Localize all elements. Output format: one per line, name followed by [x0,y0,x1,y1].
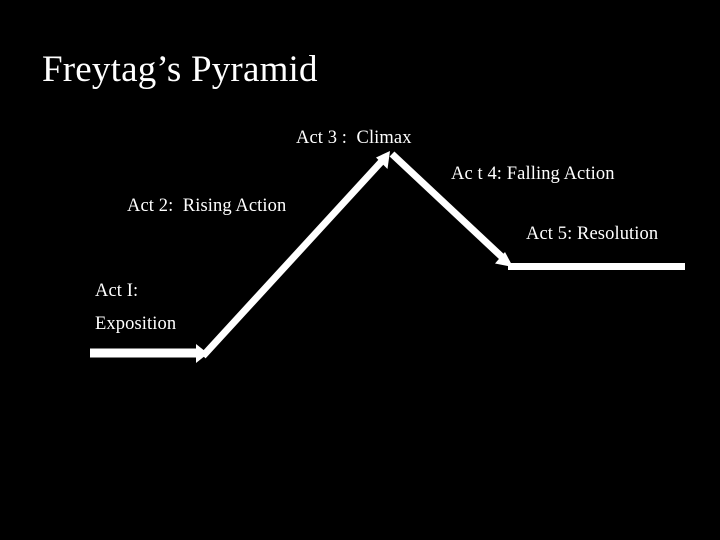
label-act-4-falling-action: Ac t 4: Falling Action [451,164,615,184]
exposition-arrow [90,344,208,363]
exposition-arrow-head [196,344,208,363]
page-title: Freytag’s Pyramid [42,49,318,90]
rising-action-arrow [200,151,390,359]
label-act-3-climax: Act 3 : Climax [296,128,412,148]
label-act-2-rising-action: Act 2: Rising Action [127,196,287,216]
falling-action-arrow-head [495,252,513,267]
rising-action-arrow-shaft [200,158,385,359]
label-act-5-resolution: Act 5: Resolution [526,224,659,244]
label-act-1-exposition: Act I: Exposition [95,281,176,336]
rising-action-arrow-head [376,151,390,169]
label-act-1-exposition-line-2: Exposition [95,313,177,334]
label-act-1-exposition-line-1: Act I: [95,281,139,301]
